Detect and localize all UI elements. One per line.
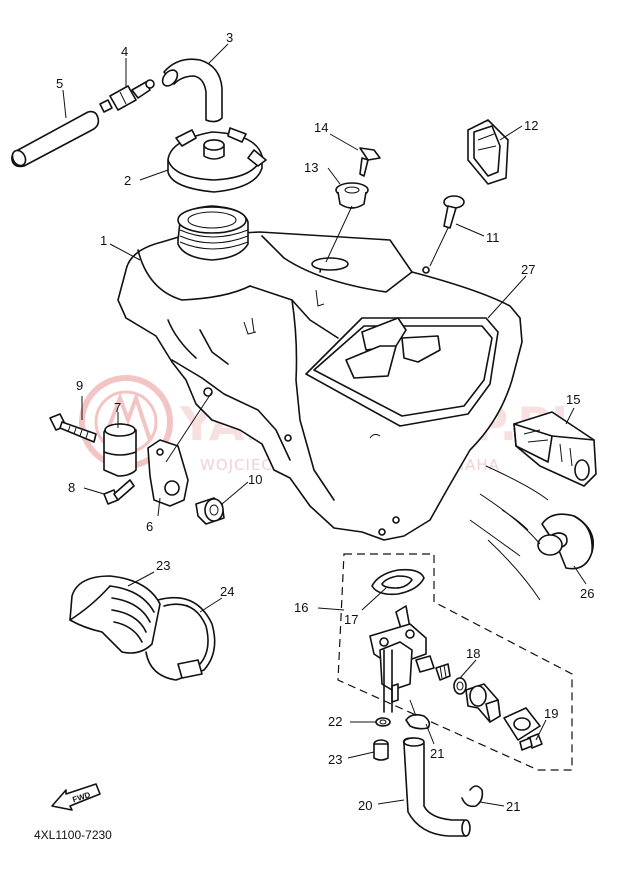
hose-route-lines [469,465,549,601]
part-27-tank-emblem [305,317,499,427]
callout-5: 5 [56,76,63,91]
part-17-gasket [371,568,425,596]
part-20-fuel-hose [402,737,471,837]
fuel-cock-lever [465,683,501,723]
callout-13: 13 [304,160,318,175]
fuel-cock-fitting [415,655,451,681]
callout-2: 2 [124,173,131,188]
fuel-cock-body [369,605,427,713]
callout-19: 19 [544,706,558,721]
part-2-fuel-cap [167,127,267,193]
callout-16: 16 [294,600,308,615]
part-19-screw-and-plate [503,707,543,751]
callout-8: 8 [68,480,75,495]
diagram-code: 4XL1100-7230 [34,828,112,842]
callout-4: 4 [121,44,128,59]
part-21-clip-upper [405,699,431,730]
part-26-damper [537,513,594,570]
part-6-bracket [147,439,189,507]
fwd-arrow-icon: FWD [51,783,101,811]
part-18-o-ring [453,677,467,695]
leader-lines [62,43,587,807]
callout-22: 22 [328,714,342,729]
callout-3: 3 [226,30,233,45]
callout-7: 7 [114,400,121,415]
part-8-bolt [103,479,135,505]
callout-14: 14 [314,120,328,135]
part-15-bracket [513,411,597,487]
part-21-clip-lower [461,785,484,808]
part-23-bolt [373,739,389,761]
part-1-fuel-tank [117,205,523,541]
part-12-clip [467,119,509,185]
callout-23: 23 [328,752,342,767]
callout-10: 10 [248,472,262,487]
callout-20: 20 [358,798,372,813]
part-3-bent-hose [161,58,223,123]
part-5-breather-hose [11,110,100,168]
part-11-bolt [443,195,465,229]
callout-21-upper: 21 [430,746,444,761]
part-10-collar [195,497,225,525]
callout-21-lower: 21 [506,799,520,814]
callout-15: 15 [566,392,580,407]
callout-6: 6 [146,519,153,534]
part-9-bolt [49,413,97,443]
part-16-fuel-cock-assembly [337,553,573,771]
part-7-rubber-damper [103,423,137,477]
part-24-rubber-cover [69,575,161,654]
part-4-check-valve [99,79,155,113]
callout-25: 24 [220,584,234,599]
callout-9: 9 [76,378,83,393]
part-22-washer [375,717,391,727]
callout-labels: 5 4 3 2 1 14 13 12 11 27 15 26 9 7 8 6 1… [56,30,594,814]
callout-12: 12 [524,118,538,133]
callout-11: 11 [486,230,500,245]
part-14-screw [359,147,381,177]
part-13-collar [335,182,369,209]
callout-18: 18 [466,646,480,661]
part-25-band [145,596,216,681]
callout-24: 23 [156,558,170,573]
callout-26: 26 [580,586,594,601]
callout-17: 17 [344,612,358,627]
callout-1: 1 [100,233,107,248]
callout-27: 27 [521,262,535,277]
